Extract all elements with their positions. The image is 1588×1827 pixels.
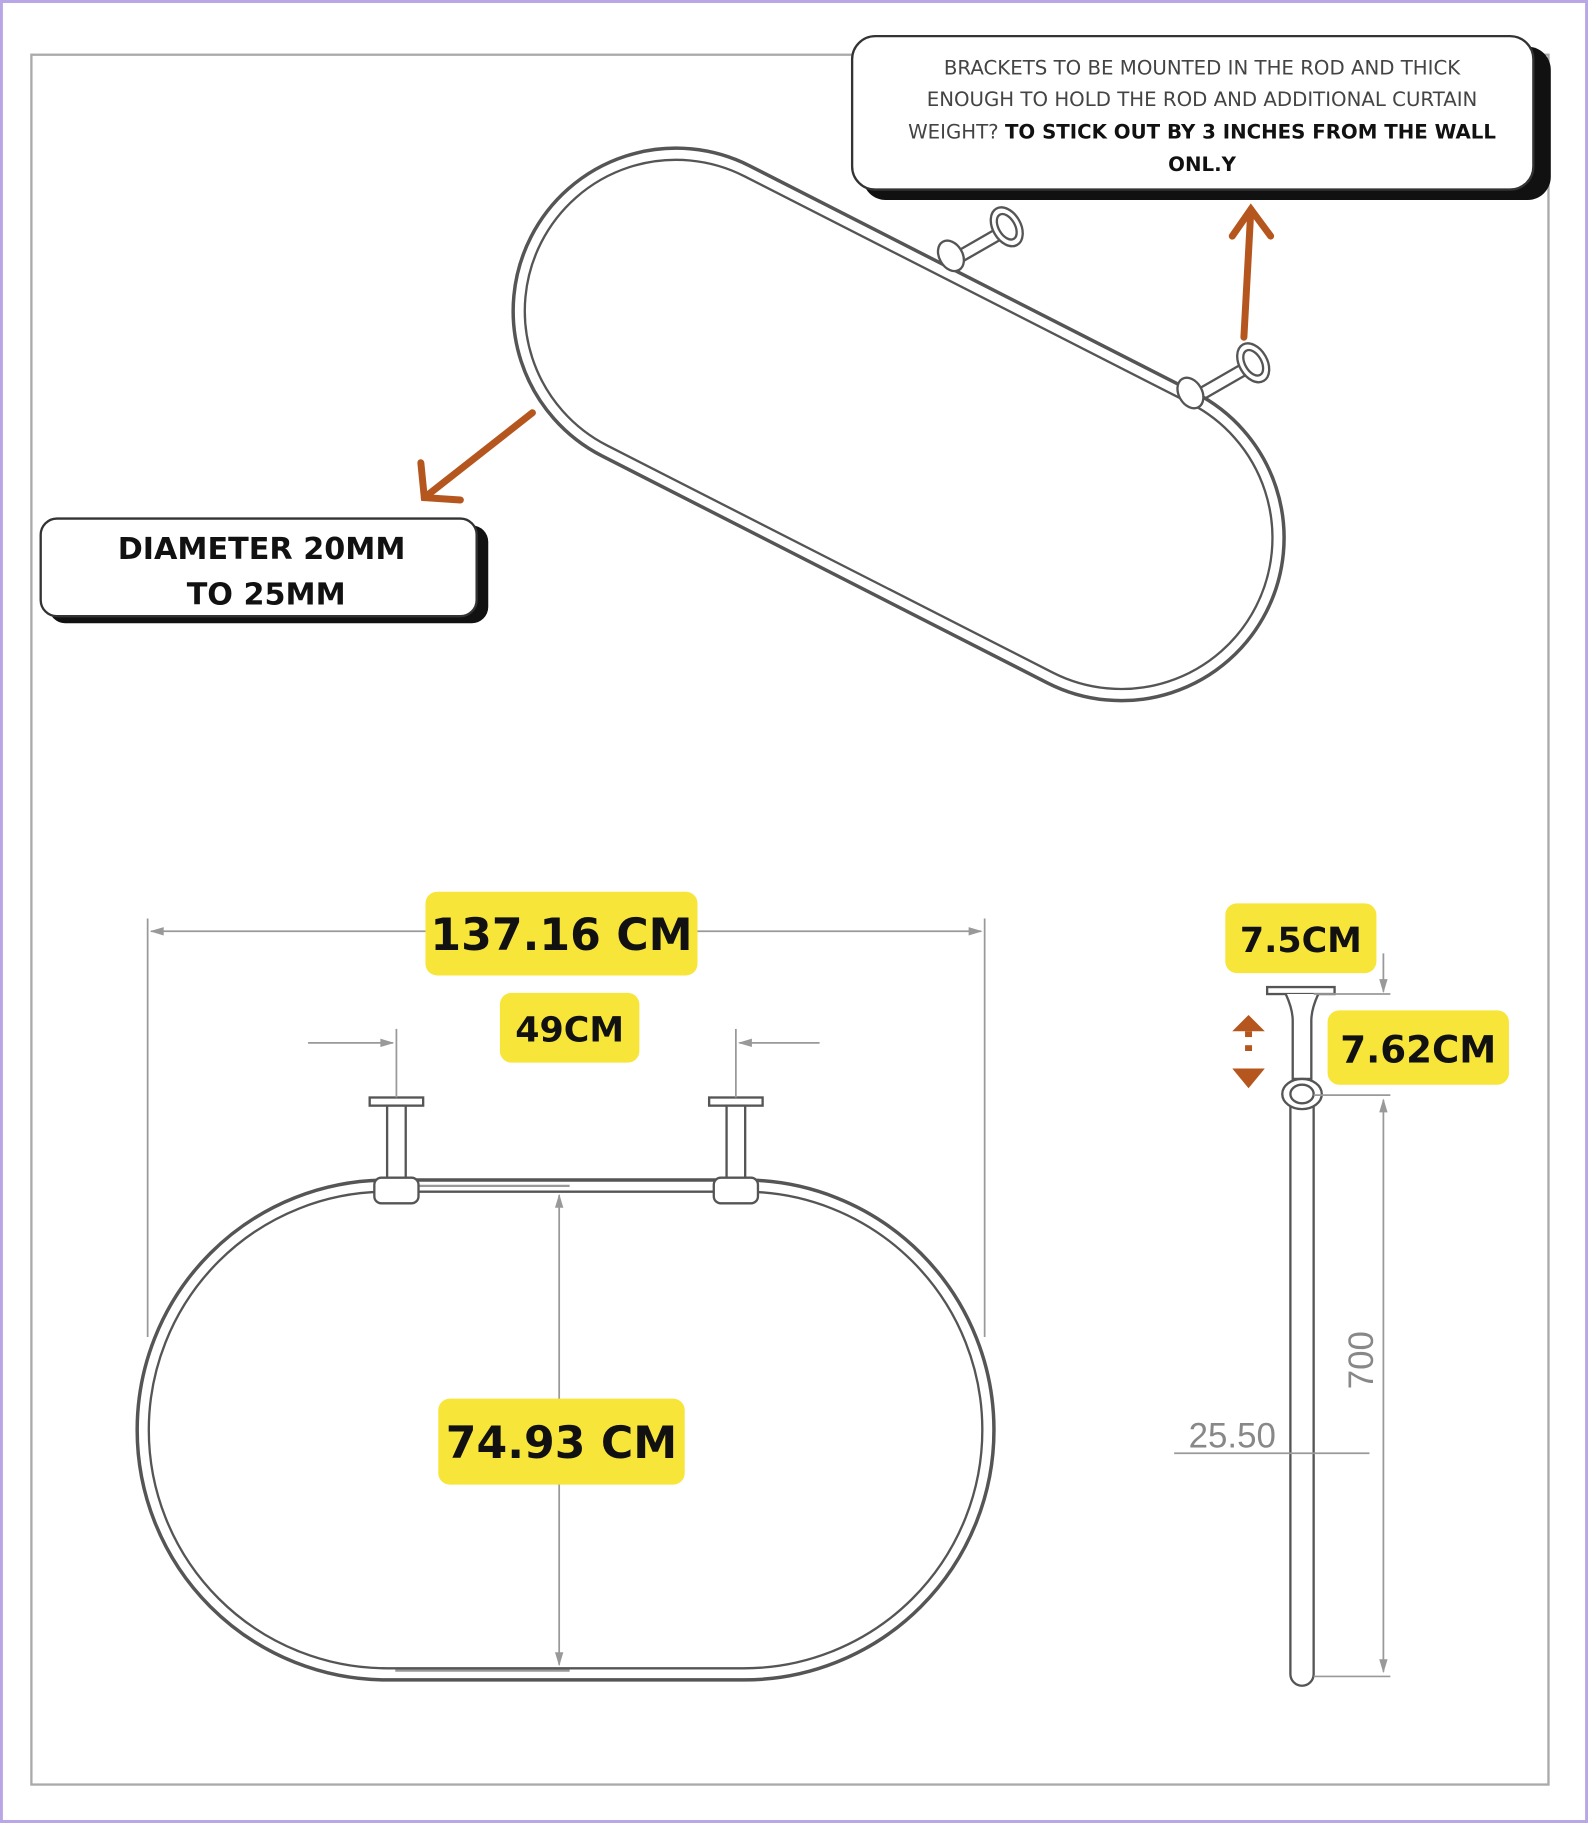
side-view-rod — [1265, 985, 1336, 1687]
bracket-spacing-label: 49CM — [499, 992, 640, 1063]
diameter-line-2: TO 25MM — [187, 578, 346, 613]
drawing-border — [30, 53, 1550, 1786]
svg-text:74.93 CM: 74.93 CM — [446, 1418, 677, 1469]
depth-label: 74.93 CM — [438, 1398, 685, 1485]
arrow-to-brackets-icon — [1228, 203, 1275, 341]
overall-width-label: 137.16 CM — [425, 891, 698, 976]
svg-text:7.5CM: 7.5CM — [1240, 921, 1362, 961]
plan-bracket-right — [707, 1096, 764, 1205]
brackets-line-4: ONL.Y — [1168, 153, 1236, 176]
perspective-bracket-left — [936, 206, 1024, 273]
arrow-to-diameter-icon — [417, 409, 536, 504]
perspective-bracket-right — [1176, 342, 1271, 410]
rod-offset-dimension: 25.50 — [1189, 1416, 1276, 1455]
plan-bracket-left — [368, 1096, 425, 1205]
svg-text:7.62CM: 7.62CM — [1340, 1028, 1496, 1072]
side-dimension-lines — [1174, 953, 1391, 1678]
plan-view-oval — [135, 1178, 996, 1682]
brackets-line-3-bold: TO STICK OUT BY 3 INCHES FROM THE WALL — [1005, 120, 1496, 143]
svg-text:137.16 CM: 137.16 CM — [430, 910, 692, 961]
brackets-line-3-normal: WEIGHT? — [908, 120, 999, 143]
bracket-projection-label: 7.62CM — [1327, 1010, 1509, 1085]
brackets-callout: BRACKETS TO BE MOUNTED IN THE ROD AND TH… — [850, 34, 1551, 201]
brackets-line-1: BRACKETS TO BE MOUNTED IN THE ROD AND TH… — [944, 56, 1461, 79]
svg-text:49CM: 49CM — [515, 1011, 624, 1051]
brackets-line-3: WEIGHT? TO STICK OUT BY 3 INCHES FROM TH… — [908, 120, 1496, 143]
projection-arrow-icon — [1232, 1014, 1265, 1089]
drop-height-dimension: 700 — [1342, 1331, 1381, 1389]
bracket-plate-label: 7.5CM — [1225, 903, 1377, 974]
diameter-callout: DIAMETER 20MM TO 25MM — [39, 517, 489, 624]
diameter-line-1: DIAMETER 20MM — [118, 532, 406, 567]
perspective-rod — [511, 146, 1286, 703]
brackets-line-2: ENOUGH TO HOLD THE ROD AND ADDITIONAL CU… — [927, 88, 1478, 111]
